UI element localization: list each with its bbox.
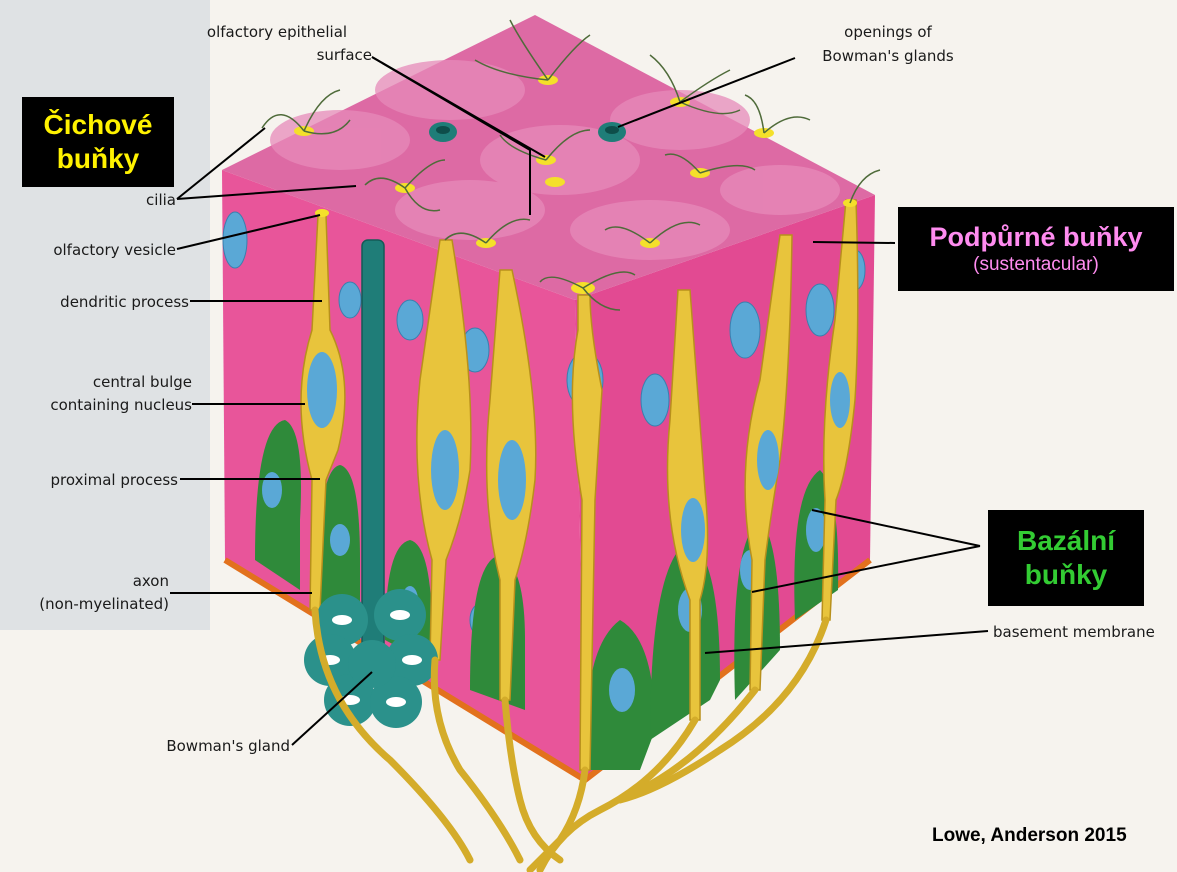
label-dendritic-process: dendritic process — [60, 293, 189, 311]
label-olfactory-epithelial-line1: olfactory epithelial — [207, 23, 347, 41]
label-openings-line1: openings of — [844, 23, 932, 41]
label-proximal-process: proximal process — [51, 471, 179, 489]
label-olfactory-epithelial-line2: surface — [317, 46, 372, 64]
box-podpurne-line2: (sustentacular) — [898, 254, 1174, 277]
box-bazalni-line1: Bazální — [988, 524, 1144, 558]
label-olfactory-vesicle: olfactory vesicle — [53, 241, 176, 259]
label-openings-line2: Bowman's glands — [822, 47, 954, 65]
label-bowmans-gland: Bowman's gland — [166, 737, 290, 755]
label-panel-background — [0, 0, 210, 630]
label-box-basal-cells: Bazální buňky — [988, 510, 1144, 606]
box-podpurne-line1: Podpůrné buňky — [898, 221, 1174, 253]
label-basement-membrane: basement membrane — [993, 623, 1155, 641]
label-box-supporting-cells: Podpůrné buňky (sustentacular) — [898, 207, 1174, 291]
box-bazalni-line2: buňky — [988, 558, 1144, 592]
box-cichove-line1: Čichové — [22, 108, 174, 142]
label-central-bulge-line2: containing nucleus — [50, 396, 192, 414]
source-credit: Lowe, Anderson 2015 — [932, 825, 1127, 847]
label-cilia: cilia — [146, 191, 176, 209]
label-central-bulge-line1: central bulge — [93, 373, 192, 391]
label-axon-line1: axon — [133, 572, 169, 590]
box-cichove-line2: buňky — [22, 142, 174, 176]
label-axon-line2: (non-myelinated) — [39, 595, 169, 613]
label-box-olfactory-cells: Čichové buňky — [22, 97, 174, 187]
